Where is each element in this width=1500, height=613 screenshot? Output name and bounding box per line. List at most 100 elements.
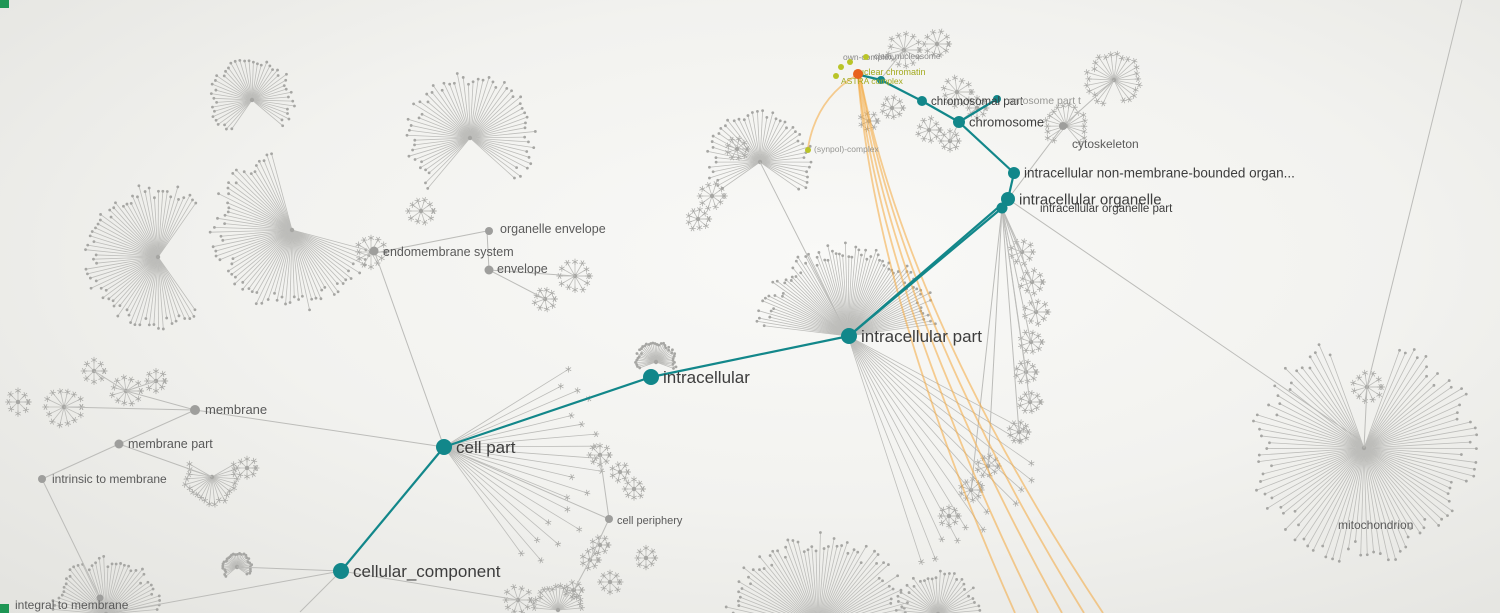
gray-edge (573, 559, 591, 591)
cluster-hub-node[interactable] (889, 105, 895, 111)
term-cluster (755, 241, 937, 339)
highlight-node[interactable] (847, 59, 853, 65)
gray-edge (1007, 125, 1064, 200)
highlight-node[interactable] (863, 54, 869, 60)
node-label-org[interactable]: intracellular organelle (1019, 191, 1162, 208)
graph-node-gray[interactable] (190, 405, 200, 415)
cluster-hub-node[interactable] (653, 359, 659, 365)
graph-node-cpart2[interactable] (993, 95, 1001, 103)
node-label-orgpart[interactable]: intracellular organelle part (1040, 203, 1173, 215)
graph-node-gray[interactable] (38, 475, 46, 483)
minor-term-label[interactable]: ASTRA complex (841, 76, 904, 86)
gray-edge (1001, 207, 1033, 283)
graph-node-cc[interactable] (333, 563, 349, 579)
graph-node-nonmem[interactable] (1008, 167, 1020, 179)
cluster-hub-node[interactable] (954, 89, 960, 95)
gray-edge (443, 446, 610, 520)
cluster-hub-node[interactable] (597, 542, 603, 548)
cluster-hub-node[interactable] (155, 254, 161, 260)
gray-edge (1062, 79, 1115, 127)
node-label-chromosome[interactable]: chromosome (969, 115, 1044, 130)
term-cluster (1016, 390, 1045, 415)
node-label-cc[interactable]: cellular_component (353, 562, 501, 581)
term-cluster (1350, 369, 1386, 404)
orange-edge (859, 75, 1085, 613)
term-cluster (1013, 358, 1040, 385)
graph-node-cp[interactable] (436, 439, 452, 455)
graph-node-gray[interactable] (369, 246, 379, 256)
node-label-icp[interactable]: intracellular part (861, 327, 982, 346)
graph-node-gray[interactable] (485, 227, 493, 235)
orange-edge (859, 75, 1104, 613)
minor-term-label[interactable]: membrane part (128, 437, 213, 451)
top-layer (0, 0, 869, 613)
minor-term-label[interactable]: endomembrane system (383, 245, 514, 259)
selected-node[interactable] (853, 69, 863, 79)
gray-edge (1001, 207, 1037, 313)
minor-term-label[interactable]: mitochondrion (1338, 518, 1413, 532)
gray-edge (1363, 386, 1368, 449)
node-label-ic[interactable]: intracellular (663, 368, 750, 387)
node-label-nonmem[interactable]: intracellular non-membrane-bounded organ… (1024, 166, 1295, 181)
minor-term-label[interactable]: nuclear chromatin (854, 67, 926, 77)
gray-edge (236, 566, 342, 572)
gray-edge (759, 161, 849, 337)
minor-term-label[interactable]: envelope (497, 262, 548, 276)
minor-term-label[interactable]: clear nucleosome (874, 51, 941, 61)
minor-term-label[interactable]: intrinsic to membrane (52, 472, 167, 486)
teal-edge (650, 334, 850, 379)
graph-node-chromosome[interactable] (953, 116, 965, 128)
graph-node-gray[interactable] (114, 439, 124, 449)
graph-node-gray[interactable] (605, 515, 613, 523)
cluster-hub-node[interactable] (631, 486, 637, 492)
cluster-hub-node[interactable] (934, 41, 940, 47)
cluster-hub-node[interactable] (467, 135, 473, 141)
minor-term-label[interactable]: cell periphery (617, 515, 683, 527)
orange-layer (807, 75, 1104, 613)
cluster-hub-node[interactable] (289, 227, 295, 233)
cluster-hub-node[interactable] (607, 579, 613, 585)
cluster-hub-node[interactable] (695, 216, 701, 222)
graph-node-orgpart[interactable] (996, 202, 1008, 214)
minor-term-label[interactable]: membrane (205, 402, 267, 417)
cluster-hub-node[interactable] (946, 513, 952, 519)
minor-term-label[interactable]: omosome part t (1008, 95, 1081, 107)
cluster-hub-node[interactable] (15, 399, 21, 405)
teal-edge (848, 207, 1003, 337)
graph-node-gray[interactable] (484, 265, 494, 275)
cluster-hub-node[interactable] (249, 97, 255, 103)
graph-node-icp[interactable] (841, 328, 857, 344)
minor-term-label[interactable]: (synpol)-complex (814, 144, 879, 154)
term-cluster (144, 368, 169, 395)
node-label-cp[interactable]: cell part (456, 438, 516, 457)
cluster-hub-node[interactable] (926, 127, 932, 133)
cluster-hub-node[interactable] (709, 193, 715, 199)
term-cluster (1021, 298, 1052, 327)
minor-term-label[interactable]: organelle envelope (500, 222, 606, 236)
cluster-hub-node[interactable] (617, 469, 623, 475)
graph-node-gray[interactable] (96, 594, 104, 602)
gray-edge (589, 518, 610, 561)
cluster-hub-node[interactable] (244, 465, 250, 471)
highlight-node[interactable] (833, 73, 839, 79)
gray-edge (970, 207, 1003, 491)
highlight-node[interactable] (838, 64, 844, 70)
minor-term-label[interactable]: cytoskeleton (1072, 137, 1139, 151)
minor-term-label[interactable]: integral to membrane (15, 598, 129, 612)
graph-node-chrompart[interactable] (917, 96, 927, 106)
graph-node-gray[interactable] (1059, 122, 1067, 130)
node-label-chrompart[interactable]: chromosomal part (931, 96, 1024, 108)
highlight-node[interactable] (805, 147, 811, 153)
graph-node-ic[interactable] (643, 369, 659, 385)
gray-edge (125, 390, 196, 411)
cluster-hub-node[interactable] (643, 555, 649, 561)
graph-node-anchor[interactable] (877, 76, 885, 84)
cluster-hub-node[interactable] (555, 607, 561, 613)
cluster-hub-node[interactable] (734, 146, 740, 152)
orange-edge (857, 75, 1016, 613)
term-cluster (1083, 50, 1143, 107)
cluster-hub-node[interactable] (418, 208, 424, 214)
graph-node-org[interactable] (1001, 192, 1015, 206)
